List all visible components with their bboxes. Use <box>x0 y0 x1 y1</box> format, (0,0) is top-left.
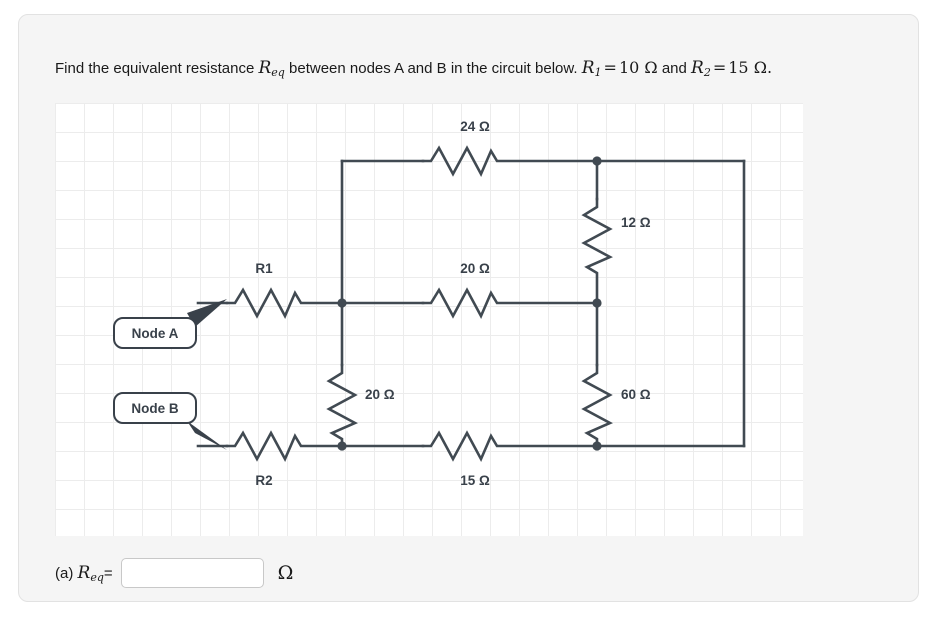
req-symbol: Req <box>258 58 285 79</box>
r1-value: 10 Ω <box>618 58 658 77</box>
answer-unit: Ω <box>277 562 294 584</box>
label-12ohm: 12 Ω <box>621 215 651 230</box>
r1-equals: = <box>603 58 617 77</box>
junction-dot-right-middle <box>592 298 602 308</box>
problem-panel: Find the equivalent resistance Req betwe… <box>18 14 919 602</box>
resistor-24ohm-symbol <box>421 145 599 177</box>
resistor-r1-symbol <box>225 287 344 319</box>
question-prompt: Find the equivalent resistance Req betwe… <box>55 57 915 81</box>
junction-dot-left-middle <box>337 298 347 308</box>
label-24ohm: 24 Ω <box>460 119 490 134</box>
junction-dot-right-bottom <box>592 441 602 451</box>
node-a-tail <box>187 299 227 327</box>
circuit-diagram: 24 Ω 20 Ω 15 Ω R1 R2 20 Ω 12 Ω 60 Ω Node… <box>55 103 803 536</box>
circuit-schematic-svg: 24 Ω 20 Ω 15 Ω R1 R2 20 Ω 12 Ω 60 Ω Node… <box>113 119 746 488</box>
resistor-20ohm-vertical-symbol <box>326 363 358 448</box>
question-period: . <box>766 58 773 77</box>
r2-value: 15 Ω <box>728 58 767 77</box>
label-20ohm-vertical: 20 Ω <box>365 387 395 402</box>
resistor-15ohm-symbol <box>421 430 599 462</box>
resistor-20ohm-mid-symbol <box>421 287 599 319</box>
answer-prefix: (a) Req= <box>55 563 113 584</box>
question-middle: between nodes A and B in the circuit bel… <box>289 60 578 77</box>
junction-dot-right-top <box>592 156 602 166</box>
label-r1: R1 <box>255 261 273 276</box>
junction-dot-left-bottom <box>337 441 347 451</box>
node-b-tail <box>187 421 227 450</box>
node-a-box <box>113 317 197 349</box>
label-r2: R2 <box>255 473 272 488</box>
question-lead: Find the equivalent resistance <box>55 60 255 77</box>
node-a-callout <box>113 299 227 349</box>
r2-symbol: R2 <box>691 58 711 79</box>
question-and: and <box>661 60 687 77</box>
graph-paper-grid <box>55 103 803 536</box>
label-60ohm: 60 Ω <box>621 387 651 402</box>
answer-variable: Req <box>77 562 104 584</box>
node-b-callout <box>113 392 227 450</box>
label-20ohm-mid: 20 Ω <box>460 261 490 276</box>
answer-input[interactable] <box>120 558 264 588</box>
answer-row: (a) Req= Ω <box>55 553 293 593</box>
node-a-label: Node A <box>132 326 179 341</box>
node-b-label: Node B <box>131 401 179 416</box>
answer-equals: = <box>103 564 113 582</box>
resistor-60ohm-symbol <box>581 363 613 448</box>
answer-part-label: (a) <box>55 564 74 582</box>
r2-equals: = <box>712 58 727 77</box>
label-15ohm: 15 Ω <box>460 473 490 488</box>
resistor-r2-symbol <box>225 430 344 462</box>
node-b-box <box>113 392 197 424</box>
r1-symbol: R1 <box>581 58 602 79</box>
resistor-12ohm-symbol <box>581 197 613 305</box>
